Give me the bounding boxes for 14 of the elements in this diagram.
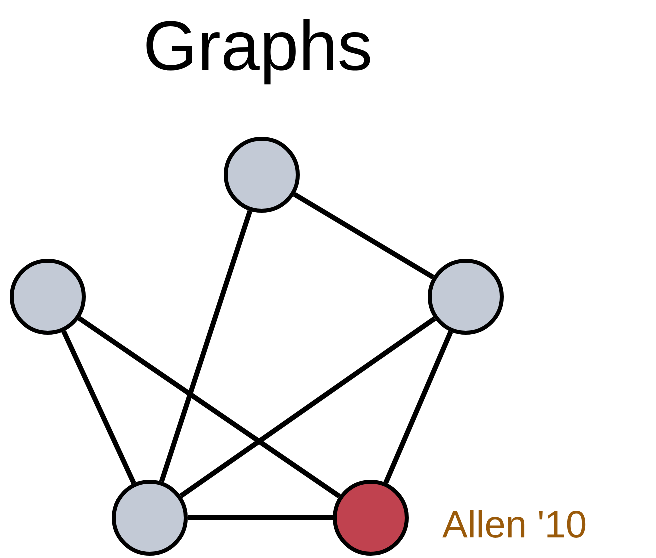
edge-line: [78, 316, 342, 499]
graph-node: [224, 137, 300, 213]
edge-line: [180, 316, 436, 498]
edge-line: [62, 330, 136, 485]
node-caption: Allen '10: [442, 510, 586, 538]
graph-node: [112, 480, 188, 556]
graph-node: [428, 259, 504, 335]
graph-node: [333, 480, 409, 556]
edge-line: [384, 330, 454, 484]
edge-line: [293, 192, 435, 280]
edge-line: [159, 210, 253, 483]
title: Graphs: [146, 19, 370, 85]
edge-line: [188, 516, 333, 520]
graph-node: [10, 259, 86, 335]
